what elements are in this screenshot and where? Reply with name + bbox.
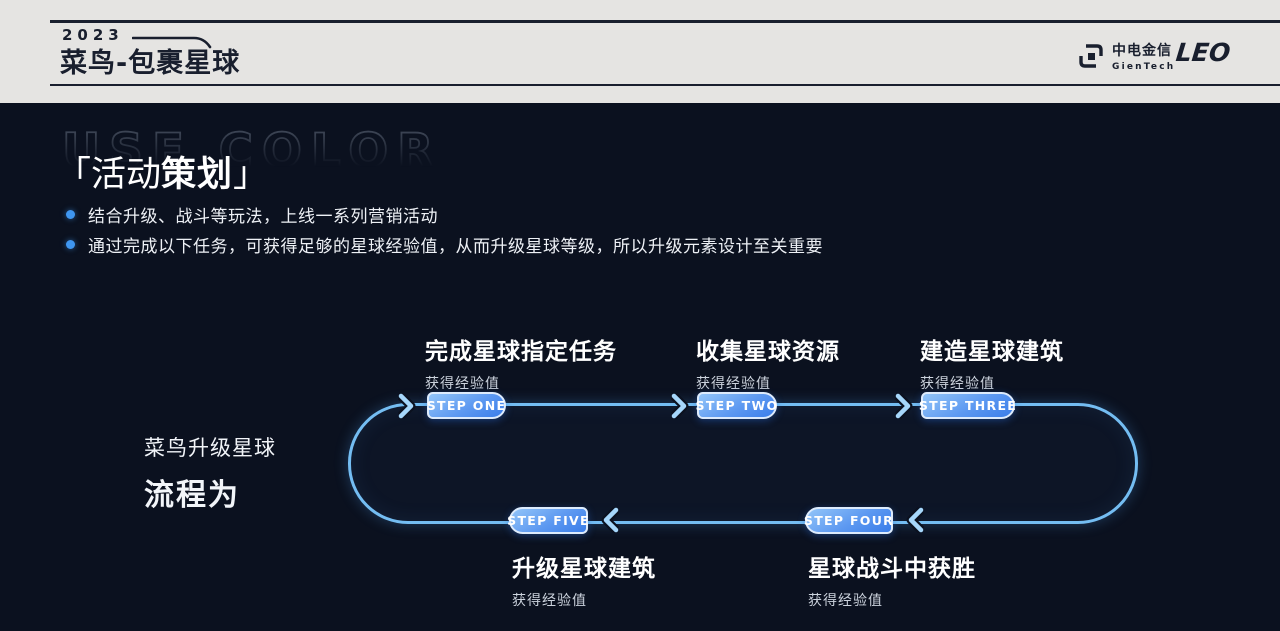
list-item: 通过完成以下任务，可获得足够的星球经验值，从而升级星球等级，所以升级元素设计至关… bbox=[66, 233, 823, 257]
step-four-badge: STEP FOUR bbox=[804, 507, 893, 534]
step-subtitle: 获得经验值 bbox=[808, 593, 883, 609]
flow-caption-line1: 菜鸟升级星球 bbox=[144, 436, 276, 460]
bracket-close: 」 bbox=[233, 155, 269, 195]
step-one-label: 完成星球指定任务 获得经验值 bbox=[425, 332, 617, 393]
step-four-label: 星球战斗中获胜 获得经验值 bbox=[808, 549, 976, 610]
bullet-text: 结合升级、战斗等玩法，上线一系列营销活动 bbox=[88, 206, 438, 227]
bracket-open: 「 bbox=[56, 155, 92, 195]
list-item: 结合升级、战斗等玩法，上线一系列营销活动 bbox=[66, 203, 823, 227]
bullet-dot-icon bbox=[66, 239, 75, 249]
step-three-badge: STEP THREE bbox=[919, 392, 1016, 419]
flow-caption: 菜鸟升级星球 流程为 bbox=[144, 432, 276, 514]
gientech-cn-label: 中电金信 bbox=[1112, 43, 1172, 59]
step-title: 建造星球建筑 bbox=[920, 339, 1064, 365]
step-title: 星球战斗中获胜 bbox=[808, 556, 976, 582]
step-title: 完成星球指定任务 bbox=[425, 339, 617, 365]
flow-caption-line2: 流程为 bbox=[144, 478, 240, 513]
year-arrow-icon bbox=[132, 36, 212, 49]
year-label: 2023 bbox=[62, 26, 124, 44]
bullet-dot-icon bbox=[66, 209, 75, 219]
gientech-logo: 中电金信 GienTech bbox=[1078, 40, 1175, 72]
chevron-right-icon bbox=[894, 393, 913, 419]
step-five-badge: STEP FIVE bbox=[507, 507, 589, 534]
deck-title: 菜鸟-包裹星球 bbox=[60, 48, 241, 79]
bullet-list: 结合升级、战斗等玩法，上线一系列营销活动 通过完成以下任务，可获得足够的星球经验… bbox=[66, 203, 823, 263]
chevron-left-icon bbox=[906, 507, 925, 533]
header-bottom-rule bbox=[50, 84, 1280, 86]
header-top-rule bbox=[50, 20, 1280, 23]
gientech-en-label: GienTech bbox=[1112, 62, 1176, 72]
page-title: 「活动策划」 bbox=[56, 146, 268, 197]
step-three-label: 建造星球建筑 获得经验值 bbox=[920, 332, 1064, 393]
use-color-watermark: USE COLOR bbox=[61, 123, 443, 180]
step-subtitle: 获得经验值 bbox=[696, 376, 771, 392]
step-five-label: 升级星球建筑 获得经验值 bbox=[512, 549, 656, 610]
step-one-badge: STEP ONE bbox=[427, 392, 506, 419]
chevron-left-icon bbox=[601, 507, 620, 533]
chevron-right-icon bbox=[670, 393, 689, 419]
flow-loop-track bbox=[348, 403, 1138, 524]
step-two-label: 收集星球资源 获得经验值 bbox=[696, 332, 840, 393]
step-title: 升级星球建筑 bbox=[512, 556, 656, 582]
step-title: 收集星球资源 bbox=[696, 339, 840, 365]
chevron-right-icon bbox=[397, 393, 416, 419]
leo-logo: LEO bbox=[1174, 38, 1232, 67]
step-subtitle: 获得经验值 bbox=[512, 593, 587, 609]
heading-regular: 活动 bbox=[91, 155, 162, 195]
step-two-badge: STEP TWO bbox=[696, 392, 777, 419]
step-subtitle: 获得经验值 bbox=[920, 376, 995, 392]
step-subtitle: 获得经验值 bbox=[425, 376, 500, 392]
heading-bold: 策划 bbox=[161, 155, 234, 195]
gientech-logo-icon bbox=[1079, 44, 1103, 68]
bullet-text: 通过完成以下任务，可获得足够的星球经验值，从而升级星球等级，所以升级元素设计至关… bbox=[88, 236, 823, 257]
header-bar: 2023 菜鸟-包裹星球 中电金信 GienTech LEO bbox=[0, 0, 1280, 103]
